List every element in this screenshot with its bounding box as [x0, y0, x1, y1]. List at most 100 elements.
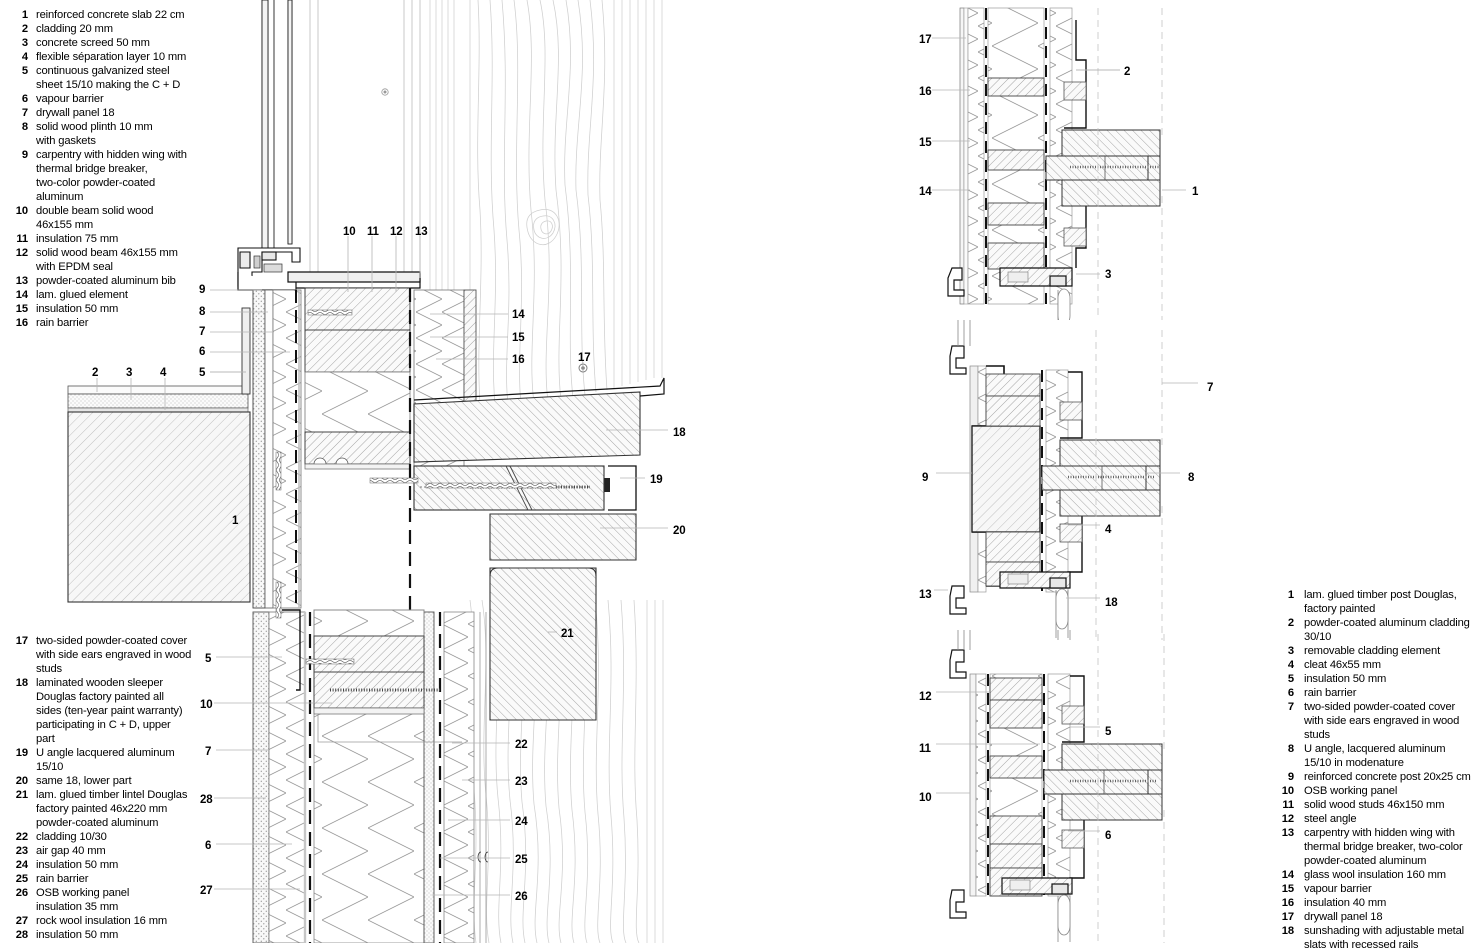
callout-number-2: 2 [1124, 66, 1131, 78]
legend-item-number: 7 [1287, 701, 1294, 713]
legend-item-text: lam. glued timber post Douglas, factory … [1304, 589, 1457, 615]
legend-item-number: 15 [1281, 883, 1294, 895]
wood-grain-elevation [429, 0, 664, 943]
callout-number-13: 13 [415, 226, 428, 238]
legend-item-number: 28 [15, 929, 28, 941]
legend-item-text: sunshading with adjustable metal slats w… [1304, 925, 1465, 951]
legend-item-number: 10 [15, 205, 28, 217]
legend-item-text: removable cladding element [1304, 645, 1441, 657]
cladding-elevation-lines [309, 0, 421, 282]
legend-item: 18 laminated wooden sleeper Douglas facto… [8, 676, 208, 746]
legend-item: 1 lam. glued timber post Douglas, factory… [1272, 588, 1477, 616]
legend-item-text: air gap 40 mm [36, 845, 106, 857]
legend-item-number: 13 [1281, 827, 1294, 839]
legend-item-number: 2 [1287, 617, 1294, 629]
legend-item-text: rain barrier [36, 873, 89, 885]
callout-number-18: 18 [1105, 597, 1118, 609]
callout-number-18: 18 [673, 427, 686, 439]
legend-item-text: powder-coated aluminum cladding 30/10 [1304, 617, 1470, 643]
legend-item-number: 9 [1287, 771, 1294, 783]
upper-wall-buildup [252, 289, 302, 609]
legend-item-text: insulation 50 mm [36, 929, 119, 941]
callout-number-10b: 10 [200, 699, 213, 711]
galvanized-steel-sheet [241, 307, 251, 395]
legend-item-number: 1 [1287, 589, 1294, 601]
insulation-75mm-between-beams [304, 371, 411, 433]
callout-number-11: 11 [367, 226, 379, 238]
legend-item-number: 20 [15, 775, 28, 787]
callout-number-6: 6 [1105, 830, 1112, 842]
callout-number-15: 15 [919, 137, 932, 149]
callout-number-17: 17 [578, 352, 591, 364]
fixing-screw-symbol [381, 88, 389, 96]
callout-number-6: 6 [199, 346, 206, 358]
horizontal-detail-top [932, 0, 1240, 320]
legend-item-number: 16 [1281, 897, 1294, 909]
legend-item-text: lam. glued timber lintel Douglas factory… [36, 789, 188, 829]
legend-item-text: same 18, lower part [36, 775, 132, 787]
legend-item: 14 lam. glued element [8, 288, 208, 302]
callout-number-5b: 5 [205, 653, 212, 665]
legend-item-text: cladding 10/30 [36, 831, 107, 843]
legend-item-text: carpentry with hidden wing with thermal … [36, 149, 187, 203]
legend-item-number: 6 [1287, 687, 1294, 699]
legend-item-text: solid wood studs 46x150 mm [1304, 799, 1445, 811]
legend-item-number: 18 [15, 677, 28, 689]
legend-item-number: 16 [15, 317, 28, 329]
callout-number-9: 9 [199, 284, 206, 296]
legend-item-text: cleat 46x55 mm [1304, 659, 1381, 671]
callout-number-9: 9 [922, 472, 929, 484]
legend-item-number: 14 [15, 289, 28, 301]
legend-item: 17 drywall panel 18 [1272, 910, 1477, 924]
legend-item: 21 lam. glued timber lintel Douglas facto… [8, 788, 208, 830]
callout-number-26: 26 [515, 891, 528, 903]
legend-item: 7 two-sided powder-coated cover with side… [1272, 700, 1477, 742]
laminated-wooden-sleeper-lower [489, 513, 637, 561]
legend-bottom-right: 1 lam. glued timber post Douglas, factory… [1272, 588, 1477, 952]
callout-number-5a: 5 [199, 367, 206, 379]
legend-item-text: solid wood beam 46x155 mm with EPDM seal [36, 247, 178, 273]
legend-item-text: powder-coated aluminum bib [36, 275, 176, 287]
legend-item: 12 steel angle [1272, 812, 1477, 826]
concrete-screed-layer [67, 393, 249, 409]
callout-number-12: 12 [919, 691, 932, 703]
legend-item-text: U angle lacquered aluminum 15/10 [36, 747, 175, 773]
legend-item-number: 12 [1281, 813, 1294, 825]
legend-item-number: 17 [1281, 911, 1294, 923]
legend-item-number: 26 [15, 887, 28, 899]
legend-item-number: 21 [15, 789, 28, 801]
legend-item-text: drywall panel 18 [1304, 911, 1383, 923]
powder-coated-aluminum-bib [237, 271, 421, 291]
legend-item-text: laminated wooden sleeper Douglas factory… [36, 677, 183, 745]
legend-item-text: insulation 75 mm [36, 233, 119, 245]
callout-number-28: 28 [200, 794, 213, 806]
legend-item-number: 4 [21, 51, 28, 63]
callout-number-7b: 7 [205, 746, 212, 758]
legend-item-number: 8 [21, 121, 28, 133]
callout-number-15: 15 [512, 332, 525, 344]
legend-item-text: reinforced concrete slab 22 cm [36, 9, 185, 21]
callout-number-4: 4 [160, 367, 167, 379]
legend-item-number: 13 [15, 275, 28, 287]
callout-number-4: 4 [1105, 524, 1112, 536]
legend-item-text: rain barrier [1304, 687, 1357, 699]
legend-item-text: continuous galvanized steel sheet 15/10 … [36, 65, 181, 91]
legend-item-text: steel angle [1304, 813, 1357, 825]
legend-item-text: lam. glued element [36, 289, 128, 301]
frame-gasket [253, 255, 283, 273]
legend-item-text: two-sided powder-coated cover with side … [1304, 701, 1460, 741]
legend-item-number: 6 [21, 93, 28, 105]
callout-number-2: 2 [92, 367, 99, 379]
